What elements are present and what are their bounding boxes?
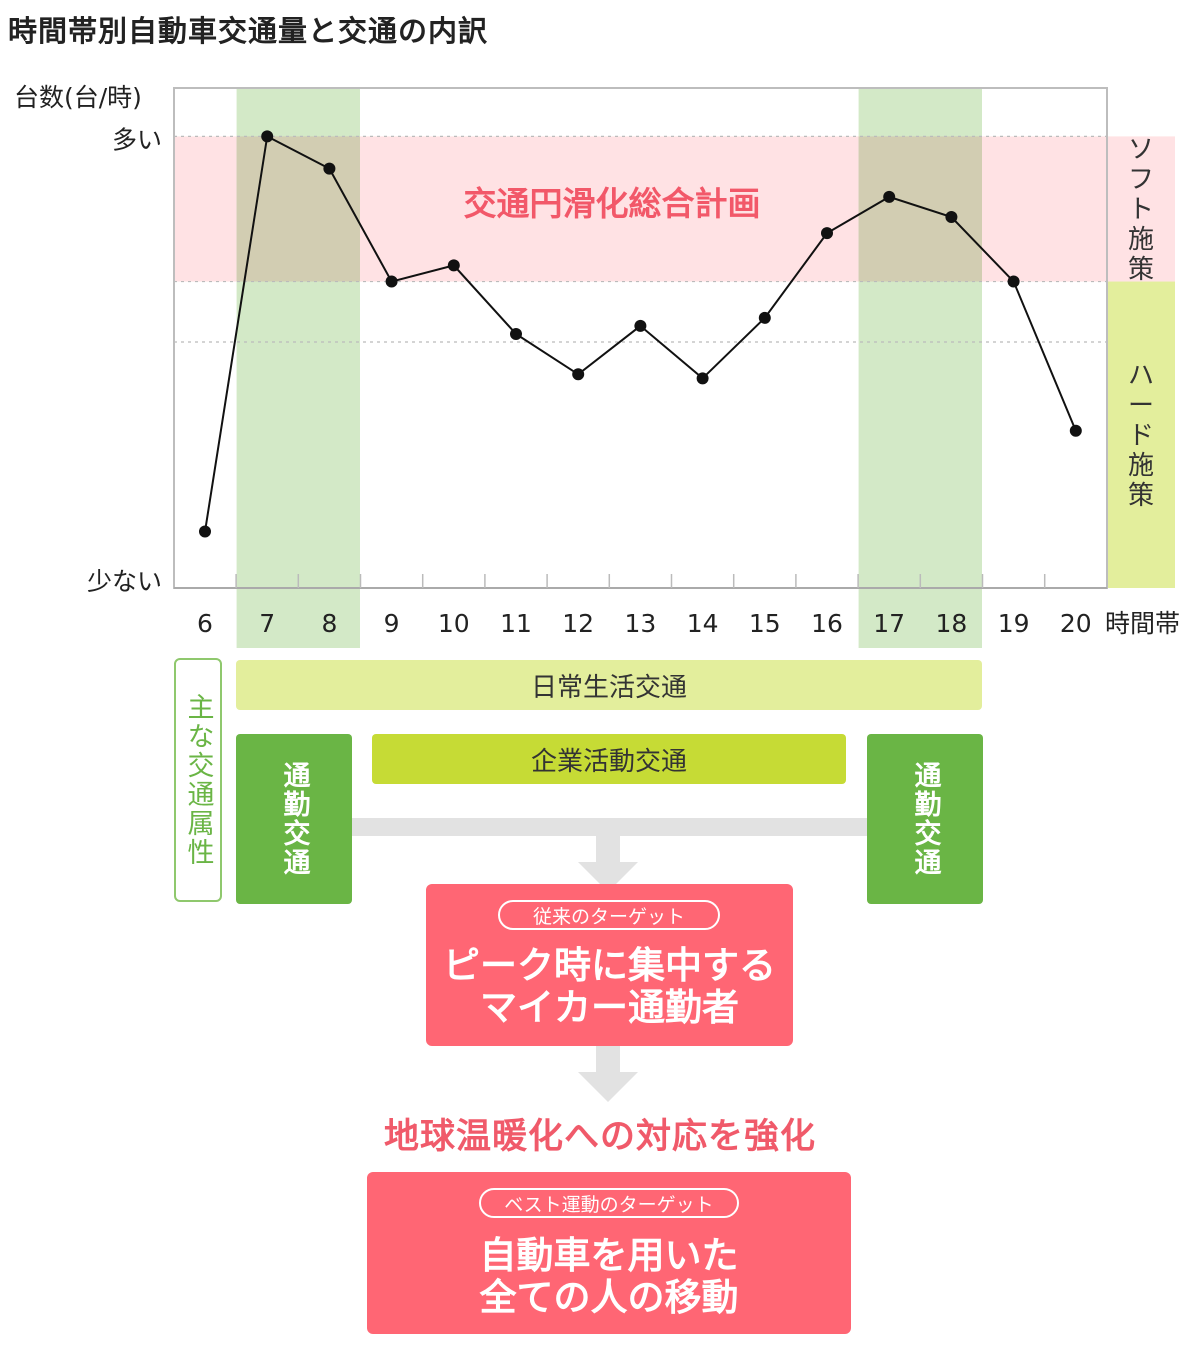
commute-right-text: 通勤交通 (909, 761, 941, 877)
new-target-line1: 自動車を用いた (479, 1234, 739, 1277)
hard-measure-label-char: 策 (1128, 481, 1154, 511)
peak-soft-overlap (236, 136, 360, 282)
down-arrow-icon (578, 862, 638, 892)
traffic-attribute-text: 主な交通属性 (182, 693, 214, 867)
data-point (696, 372, 709, 385)
daily-life-traffic-bar: 日常生活交通 (236, 660, 982, 710)
data-point (261, 130, 274, 143)
hard-measure-label-char: ー (1128, 391, 1154, 421)
page-title: 時間帯別自動車交通量と交通の内訳 (8, 14, 489, 48)
down-arrow-icon (578, 1072, 638, 1102)
flow-arrows (352, 818, 867, 1102)
hard-measure-label-char: ハ (1128, 361, 1154, 391)
old-target-pill: 従来のターゲット (498, 900, 720, 930)
x-tick-label: 7 (259, 609, 275, 638)
y-high-label: 多い (112, 125, 162, 154)
x-tick-label: 17 (873, 609, 905, 638)
data-point (634, 319, 647, 332)
data-point (385, 275, 398, 288)
data-point (510, 327, 522, 340)
data-point (945, 211, 958, 224)
commute-traffic-left: 通勤交通 (236, 734, 352, 904)
x-tick-label: 16 (811, 609, 843, 638)
x-tick-label: 14 (687, 609, 719, 638)
data-point (1007, 275, 1020, 288)
hard-measure-sidebar (1107, 281, 1175, 588)
x-tick-label: 13 (624, 609, 656, 638)
business-traffic-bar: 企業活動交通 (372, 734, 846, 784)
band-title: 交通円滑化総合計画 (464, 184, 761, 223)
x-tick-label: 11 (500, 609, 532, 638)
x-tick-label: 20 (1060, 609, 1092, 638)
x-tick-label: 19 (998, 609, 1030, 638)
peak-soft-overlap (858, 136, 982, 282)
new-target-line2: 全ての人の移動 (479, 1276, 739, 1319)
soft-measure-sidebar (1107, 136, 1175, 282)
x-tick-label: 15 (749, 609, 781, 638)
x-tick-label: 12 (562, 609, 594, 638)
old-target-box: 従来のターゲット ピーク時に集中する マイカー通勤者 (426, 884, 793, 1046)
x-tick-label: 9 (384, 609, 400, 638)
soft-measure-label-char: 策 (1128, 255, 1154, 285)
soft-measure-label-char: 施 (1128, 225, 1154, 255)
commute-left-text: 通勤交通 (278, 761, 310, 877)
headline-global-warming: 地球温暖化への対応を強化 (383, 1116, 816, 1157)
data-point (572, 368, 585, 381)
x-axis-label: 時間帯 (1105, 609, 1180, 638)
old-target-line2: マイカー通勤者 (480, 986, 739, 1029)
data-point (1069, 424, 1082, 437)
arrow-shaft-1 (596, 836, 620, 864)
y-axis-label: 台数(台/時) (14, 83, 142, 112)
data-point (199, 525, 211, 538)
traffic-attribute-label: 主な交通属性 (174, 658, 222, 902)
soft-measure-label-char: フ (1128, 165, 1154, 195)
x-tick-label: 8 (321, 609, 337, 638)
commute-traffic-right: 通勤交通 (867, 734, 983, 904)
data-point (323, 162, 336, 175)
x-tick-label: 10 (438, 609, 470, 638)
y-low-label: 少ない (87, 567, 162, 596)
data-point (883, 190, 896, 203)
data-point (821, 227, 833, 240)
x-tick-label: 6 (197, 609, 213, 638)
old-target-line1: ピーク時に集中する (443, 944, 776, 987)
new-target-box: ベスト運動のターゲット 自動車を用いた 全ての人の移動 (367, 1172, 851, 1334)
data-point (758, 311, 771, 324)
soft-measure-label-char: ソ (1128, 135, 1154, 165)
hard-measure-label-char: 施 (1128, 451, 1154, 481)
new-target-pill: ベスト運動のターゲット (479, 1188, 739, 1218)
data-point (447, 259, 460, 272)
soft-measure-label-char: ト (1128, 195, 1154, 225)
merge-bar (352, 818, 867, 836)
x-tick-label: 18 (935, 609, 967, 638)
arrow-shaft-2 (596, 1046, 620, 1074)
hard-measure-label-char: ド (1128, 421, 1154, 451)
